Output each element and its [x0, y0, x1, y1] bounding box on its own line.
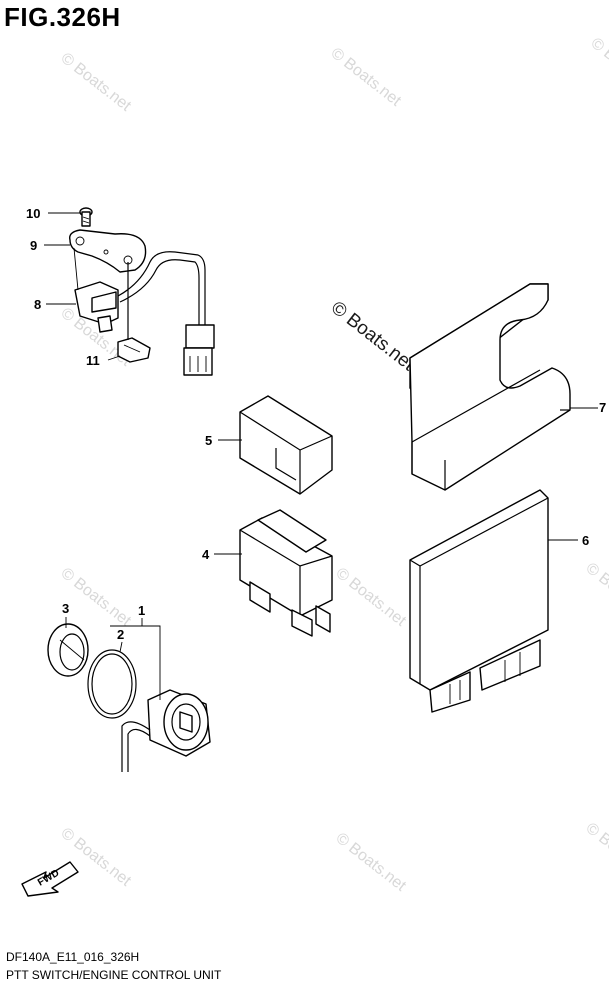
callout-4: 4 — [202, 547, 210, 562]
fwd-arrow: FWD — [21, 861, 79, 897]
callout-3: 3 — [62, 601, 69, 616]
watermark-5: © Boats.net — [58, 565, 135, 630]
callout-7: 7 — [599, 400, 606, 415]
watermark-9: © Boats.net — [333, 830, 410, 895]
watermark-2: © Boats.net — [328, 45, 405, 110]
watermark-1: © Boats.net — [58, 50, 135, 115]
watermarks: © Boats.net © Boats.net © Boats.net © Bo… — [58, 35, 609, 895]
watermark-7: © Boats.net — [583, 560, 609, 625]
part-1-switch — [121, 689, 211, 772]
watermark-3: © Boats.net — [588, 35, 609, 100]
callout-1: 1 — [138, 603, 145, 618]
part-4-module — [239, 509, 333, 637]
callout-9: 9 — [30, 238, 37, 253]
part-9-bracket — [69, 229, 147, 273]
callout-2: 2 — [117, 627, 124, 642]
callout-8: 8 — [34, 297, 41, 312]
part-11-clip — [117, 262, 151, 363]
part-3-ring — [47, 623, 89, 677]
callout-10: 10 — [26, 206, 40, 221]
leader-lines — [44, 212, 598, 700]
part-5-case — [239, 395, 333, 495]
callout-11: 11 — [86, 353, 100, 368]
part-6-ecu — [409, 489, 549, 713]
callout-labels: 10 9 8 11 5 4 6 7 3 2 1 — [26, 206, 606, 642]
figure-caption: PTT SWITCH/ENGINE CONTROL UNIT — [6, 968, 222, 982]
watermark-6: © Boats.net — [333, 565, 410, 630]
figure-code: DF140A_E11_016_326H — [6, 950, 140, 964]
part-8-sensor — [74, 251, 215, 376]
part-7-bracket — [409, 283, 571, 491]
watermark-10: © Boats.net — [583, 820, 609, 885]
part-10-screw — [79, 207, 93, 227]
figure-title: FIG.326H — [4, 2, 121, 32]
callout-5: 5 — [205, 433, 212, 448]
watermark-8: © Boats.net — [58, 825, 135, 890]
callout-6: 6 — [582, 533, 589, 548]
watermark-main: © Boats.net — [327, 297, 419, 375]
part-2-oring — [87, 649, 137, 719]
